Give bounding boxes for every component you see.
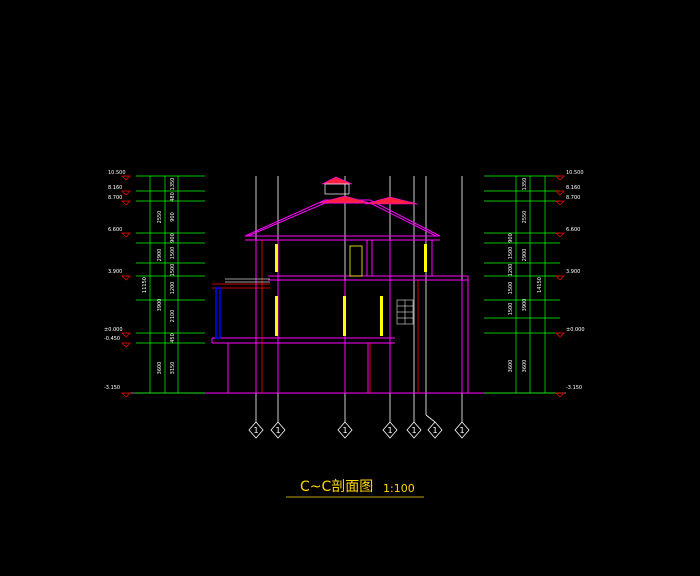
roof-accents bbox=[317, 176, 419, 205]
left-dim-b5: 1200 bbox=[170, 282, 176, 295]
left-level-8: -3.150 bbox=[104, 385, 120, 391]
axis-label-2: 1 bbox=[275, 426, 280, 435]
left-level-6: ±0.000 bbox=[104, 327, 123, 333]
right-level-labels: 10.500 8.160 8.700 6.600 3.900 ±0.000 -3… bbox=[566, 170, 585, 391]
left-dim-total: 11150 bbox=[142, 277, 148, 293]
drawing-scale: 1:100 bbox=[383, 482, 415, 495]
right-level-7: -3.150 bbox=[566, 385, 582, 391]
right-dim-b5: 1500 bbox=[508, 303, 514, 316]
right-dimensions bbox=[484, 175, 560, 394]
left-dim-a3: 3900 bbox=[157, 299, 163, 312]
left-dim-b2: 900 bbox=[170, 212, 176, 222]
left-dim-b4: 1500 bbox=[170, 264, 176, 277]
right-dim-b3: 1200 bbox=[508, 264, 514, 277]
right-level-2: 8.160 bbox=[566, 185, 580, 191]
left-dim-c2: 900 bbox=[170, 233, 176, 243]
right-dim-b4: 1500 bbox=[508, 282, 514, 295]
right-dim-b1: 900 bbox=[508, 233, 514, 243]
roof-lantern bbox=[324, 183, 350, 195]
axis-label-4: 1 bbox=[387, 426, 392, 435]
left-dimensions bbox=[136, 175, 205, 394]
glass-column bbox=[215, 287, 221, 339]
left-level-5: 3.900 bbox=[108, 269, 122, 275]
axis-markers bbox=[248, 421, 470, 439]
left-level-2: 8.160 bbox=[108, 185, 122, 191]
right-level-1: 10.500 bbox=[566, 170, 584, 176]
right-level-4: 6.600 bbox=[566, 227, 580, 233]
right-level-markers bbox=[555, 175, 565, 398]
right-dim-a4: 3900 bbox=[522, 299, 528, 312]
door bbox=[349, 245, 363, 277]
left-dim-c1: 480 bbox=[170, 192, 176, 202]
window-grid bbox=[396, 299, 414, 325]
left-level-1: 10.500 bbox=[108, 170, 126, 176]
left-dim-b7: 3150 bbox=[170, 362, 176, 375]
structural-lines bbox=[212, 240, 419, 393]
drawing-title: C~C剖面图 bbox=[300, 479, 373, 495]
windows bbox=[275, 244, 427, 336]
right-dim-b6: 3600 bbox=[508, 360, 514, 373]
left-level-3: 8.700 bbox=[108, 195, 122, 201]
axis-label-7: 1 bbox=[459, 426, 464, 435]
axis-label-3: 1 bbox=[342, 426, 347, 435]
axis-label-5: 1 bbox=[411, 426, 416, 435]
left-level-4: 6.600 bbox=[108, 227, 122, 233]
left-dim-c3: 450 bbox=[170, 333, 176, 343]
left-level-markers bbox=[121, 175, 131, 398]
right-dim-labels: 14150 1350 2550 2900 3900 3600 900 1500 … bbox=[508, 178, 543, 373]
left-dim-a2: 2900 bbox=[157, 249, 163, 262]
right-dim-a3: 2900 bbox=[522, 249, 528, 262]
left-dim-b6: 2100 bbox=[170, 310, 176, 323]
right-level-5: 3.900 bbox=[566, 269, 580, 275]
left-level-7: -0.450 bbox=[104, 336, 120, 342]
axis-lines bbox=[255, 176, 463, 423]
axis-label-6: 1 bbox=[432, 426, 437, 435]
building-section bbox=[211, 199, 469, 393]
left-dim-a1: 2550 bbox=[157, 211, 163, 224]
right-dim-a5: 3600 bbox=[522, 360, 528, 373]
right-level-6: ±0.000 bbox=[566, 327, 585, 333]
left-dim-b3: 1500 bbox=[170, 247, 176, 260]
left-dim-b1: 1350 bbox=[170, 178, 176, 191]
left-dim-labels: 11150 2550 2900 3900 3600 1350 900 1500 … bbox=[142, 178, 176, 375]
right-dim-a1: 1350 bbox=[522, 178, 528, 191]
canopy bbox=[225, 278, 270, 283]
right-dim-a2: 2550 bbox=[522, 211, 528, 224]
left-dim-a4: 3600 bbox=[157, 362, 163, 375]
right-dim-total: 14150 bbox=[537, 277, 543, 293]
left-level-labels: 10.500 8.160 8.700 6.600 3.900 ±0.000 -0… bbox=[104, 170, 126, 391]
right-dim-b2: 1500 bbox=[508, 247, 514, 260]
right-level-3: 8.700 bbox=[566, 195, 580, 201]
axis-label-1: 1 bbox=[253, 426, 258, 435]
